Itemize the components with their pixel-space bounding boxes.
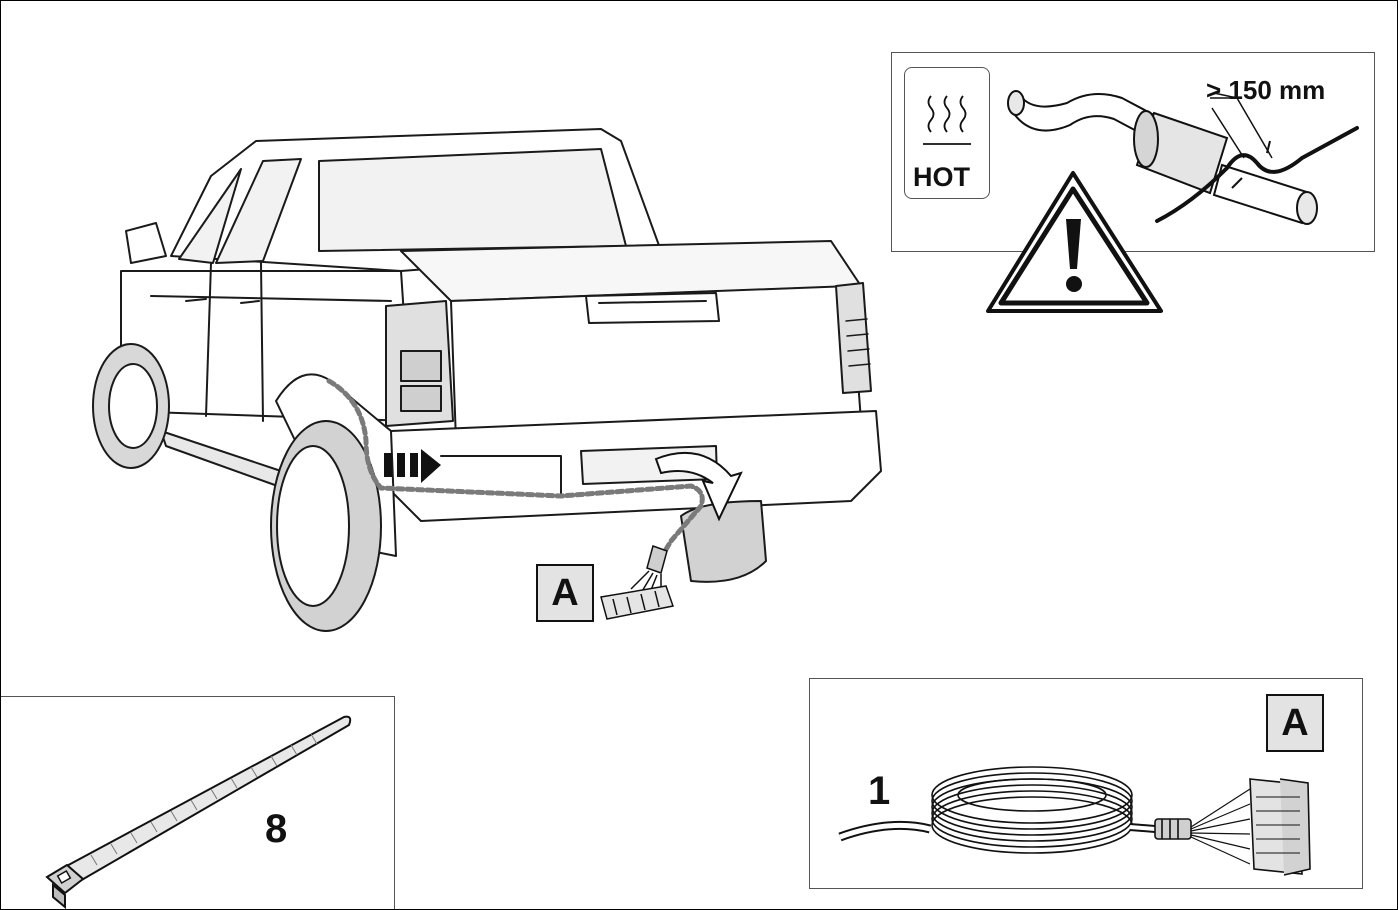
- cable-tie-number: 8: [265, 807, 288, 851]
- wiring-harness-icon: [838, 766, 1311, 876]
- harness-connector-label-box: A: [1266, 694, 1324, 752]
- cable-route: [326, 378, 705, 564]
- connector-label: A: [551, 571, 579, 614]
- hot-surface-icon: HOT: [904, 67, 990, 199]
- harness-connector-label: A: [1281, 701, 1309, 744]
- wiring-harness-panel: A 1: [809, 678, 1363, 889]
- cable-tie-icon: [45, 715, 352, 909]
- hot-label: HOT: [913, 162, 970, 192]
- connector-plug-icon: [600, 545, 674, 620]
- cable-tie-panel: 8: [1, 696, 395, 909]
- connector-plug-icon: [1154, 778, 1311, 876]
- connector-label-box: A: [536, 564, 594, 622]
- harness-number: 1: [868, 769, 891, 813]
- exhaust-warning-panel: HOT > 150 mm: [891, 52, 1375, 252]
- clearance-label: > 150 mm: [1206, 75, 1326, 105]
- routing-arrow-icon: [384, 449, 441, 483]
- exhaust-pipe-icon: [1007, 90, 1359, 225]
- routing-arrow-icon: [654, 451, 743, 522]
